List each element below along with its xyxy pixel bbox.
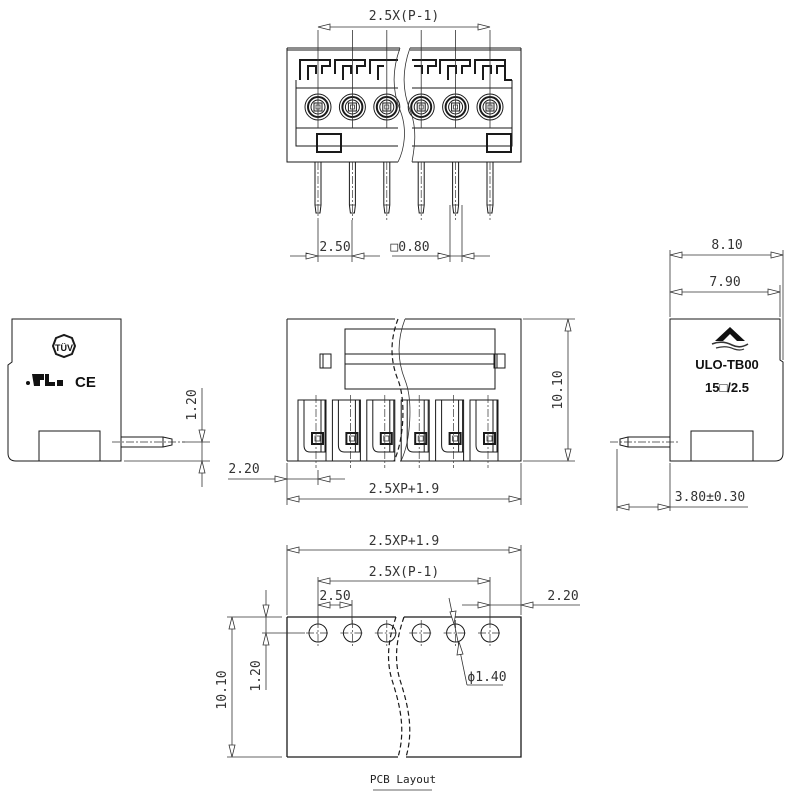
top-break-line bbox=[393, 47, 405, 163]
right-outer-width-dimension: 8.10 bbox=[669, 238, 784, 360]
pin bbox=[452, 162, 460, 220]
left-pin-offset-label: 1.20 bbox=[185, 389, 200, 420]
front-height-dimension: 10.10 bbox=[523, 318, 575, 462]
ce-mark-icon: CE bbox=[75, 374, 96, 391]
pcb-break-line bbox=[387, 616, 403, 758]
curus-mark-icon bbox=[26, 374, 63, 386]
top-pitch-label: 2.50 bbox=[319, 240, 350, 255]
front-view: 10.10 2.20 2.5XP+1.9 bbox=[228, 318, 575, 505]
pin bbox=[383, 162, 391, 220]
rating-label: 15□/2.5 bbox=[705, 380, 749, 395]
front-total-width-label: 2.5XP+1.9 bbox=[369, 482, 439, 497]
pcb-edge-offset-dimension: 2.20 bbox=[462, 589, 580, 609]
front-total-width-dimension: 2.5XP+1.9 bbox=[286, 463, 522, 505]
pcb-hole-diameter-dimension: ϕ1.40 bbox=[448, 597, 507, 686]
front-terminals bbox=[297, 395, 499, 468]
pin bbox=[314, 162, 322, 220]
top-pitch-span-label: 2.5X(P-1) bbox=[369, 9, 439, 24]
right-side-view: ULO-TB00 15□/2.5 8.10 7.90 bbox=[610, 238, 784, 511]
front-height-label: 10.10 bbox=[551, 370, 566, 409]
pcb-height-dimension: 10.10 bbox=[215, 616, 282, 758]
pcb-hole bbox=[443, 620, 468, 646]
front-edge-offset-label: 2.20 bbox=[228, 462, 259, 477]
front-edge-offset-dimension: 2.20 bbox=[228, 462, 345, 505]
top-view: 2.5X(P-1) bbox=[286, 9, 522, 262]
pin bbox=[348, 162, 356, 220]
top-t-slots bbox=[299, 59, 512, 81]
pcb-pitch-span-label: 2.5X(P-1) bbox=[369, 565, 439, 580]
screw-icon bbox=[442, 30, 470, 128]
top-pitch-span-dimension: 2.5X(P-1) bbox=[317, 9, 491, 31]
model-label: ULO-TB00 bbox=[695, 357, 759, 372]
top-pins bbox=[314, 162, 494, 220]
pcb-hole-offset-label: 1.20 bbox=[249, 660, 264, 691]
right-pin-protrusion-label: 3.80±0.30 bbox=[675, 490, 745, 505]
pcb-pitch-span-dimension: 2.5X(P-1) bbox=[317, 565, 491, 624]
top-screws bbox=[304, 30, 504, 128]
right-side-latch bbox=[690, 430, 754, 462]
terminal-opening bbox=[435, 395, 465, 468]
front-slot-right bbox=[493, 353, 506, 369]
screw-icon bbox=[373, 30, 401, 128]
terminal-opening bbox=[469, 395, 499, 468]
right-side-pin bbox=[610, 436, 680, 448]
svg-text:TÜV: TÜV bbox=[55, 343, 73, 353]
left-side-pin bbox=[112, 436, 185, 448]
left-side-latch bbox=[38, 430, 101, 462]
right-outer-width-label: 8.10 bbox=[711, 238, 742, 253]
tuv-mark-icon: TÜV bbox=[51, 333, 77, 359]
front-slot-left bbox=[319, 353, 332, 369]
screw-icon bbox=[407, 30, 435, 128]
terminal-opening bbox=[331, 395, 361, 468]
pcb-total-width-dimension: 2.5XP+1.9 bbox=[286, 534, 522, 615]
terminal-opening bbox=[366, 395, 396, 468]
right-inner-width-dimension: 7.90 bbox=[669, 275, 781, 317]
brand-logo-icon bbox=[711, 327, 749, 351]
pcb-hole bbox=[409, 620, 434, 646]
pcb-total-width-label: 2.5XP+1.9 bbox=[369, 534, 439, 549]
right-inner-width-label: 7.90 bbox=[709, 275, 740, 290]
terminal-opening bbox=[400, 395, 430, 468]
screw-icon bbox=[338, 30, 366, 128]
pcb-pitch-dimension: 2.50 bbox=[317, 589, 353, 624]
top-body bbox=[286, 47, 522, 163]
top-pitch-dimension: 2.50 bbox=[290, 220, 380, 262]
right-pin-protrusion-dimension: 3.80±0.30 bbox=[616, 449, 748, 511]
pin bbox=[417, 162, 425, 220]
pcb-holes bbox=[306, 620, 502, 646]
pcb-hole-diameter-label: ϕ1.40 bbox=[467, 670, 506, 685]
screw-icon bbox=[304, 30, 332, 128]
front-label-window bbox=[344, 328, 496, 390]
pcb-edge-offset-label: 2.20 bbox=[547, 589, 578, 604]
pcb-pitch-label: 2.50 bbox=[319, 589, 350, 604]
screw-icon bbox=[476, 30, 504, 128]
top-pin-square-dimension: □0.80 bbox=[390, 205, 490, 262]
latch-right bbox=[486, 133, 512, 153]
front-break-line bbox=[391, 318, 404, 462]
latch-left bbox=[316, 133, 342, 153]
pcb-height-label: 10.10 bbox=[215, 670, 230, 709]
pin bbox=[486, 162, 494, 220]
pcb-hole-offset-dimension: 1.20 bbox=[249, 590, 305, 692]
left-pin-offset-dimension: 1.20 bbox=[124, 388, 210, 487]
left-side-view: TÜV CE 1.20 bbox=[7, 318, 210, 487]
pcb-layout-caption: PCB Layout bbox=[370, 773, 436, 786]
terminal-opening bbox=[297, 395, 327, 468]
top-pin-square-label: □0.80 bbox=[390, 240, 429, 255]
pcb-hole bbox=[374, 620, 399, 646]
pcb-layout-view: 2.5XP+1.9 2.5X(P-1) 2.50 2.20 bbox=[215, 534, 580, 791]
